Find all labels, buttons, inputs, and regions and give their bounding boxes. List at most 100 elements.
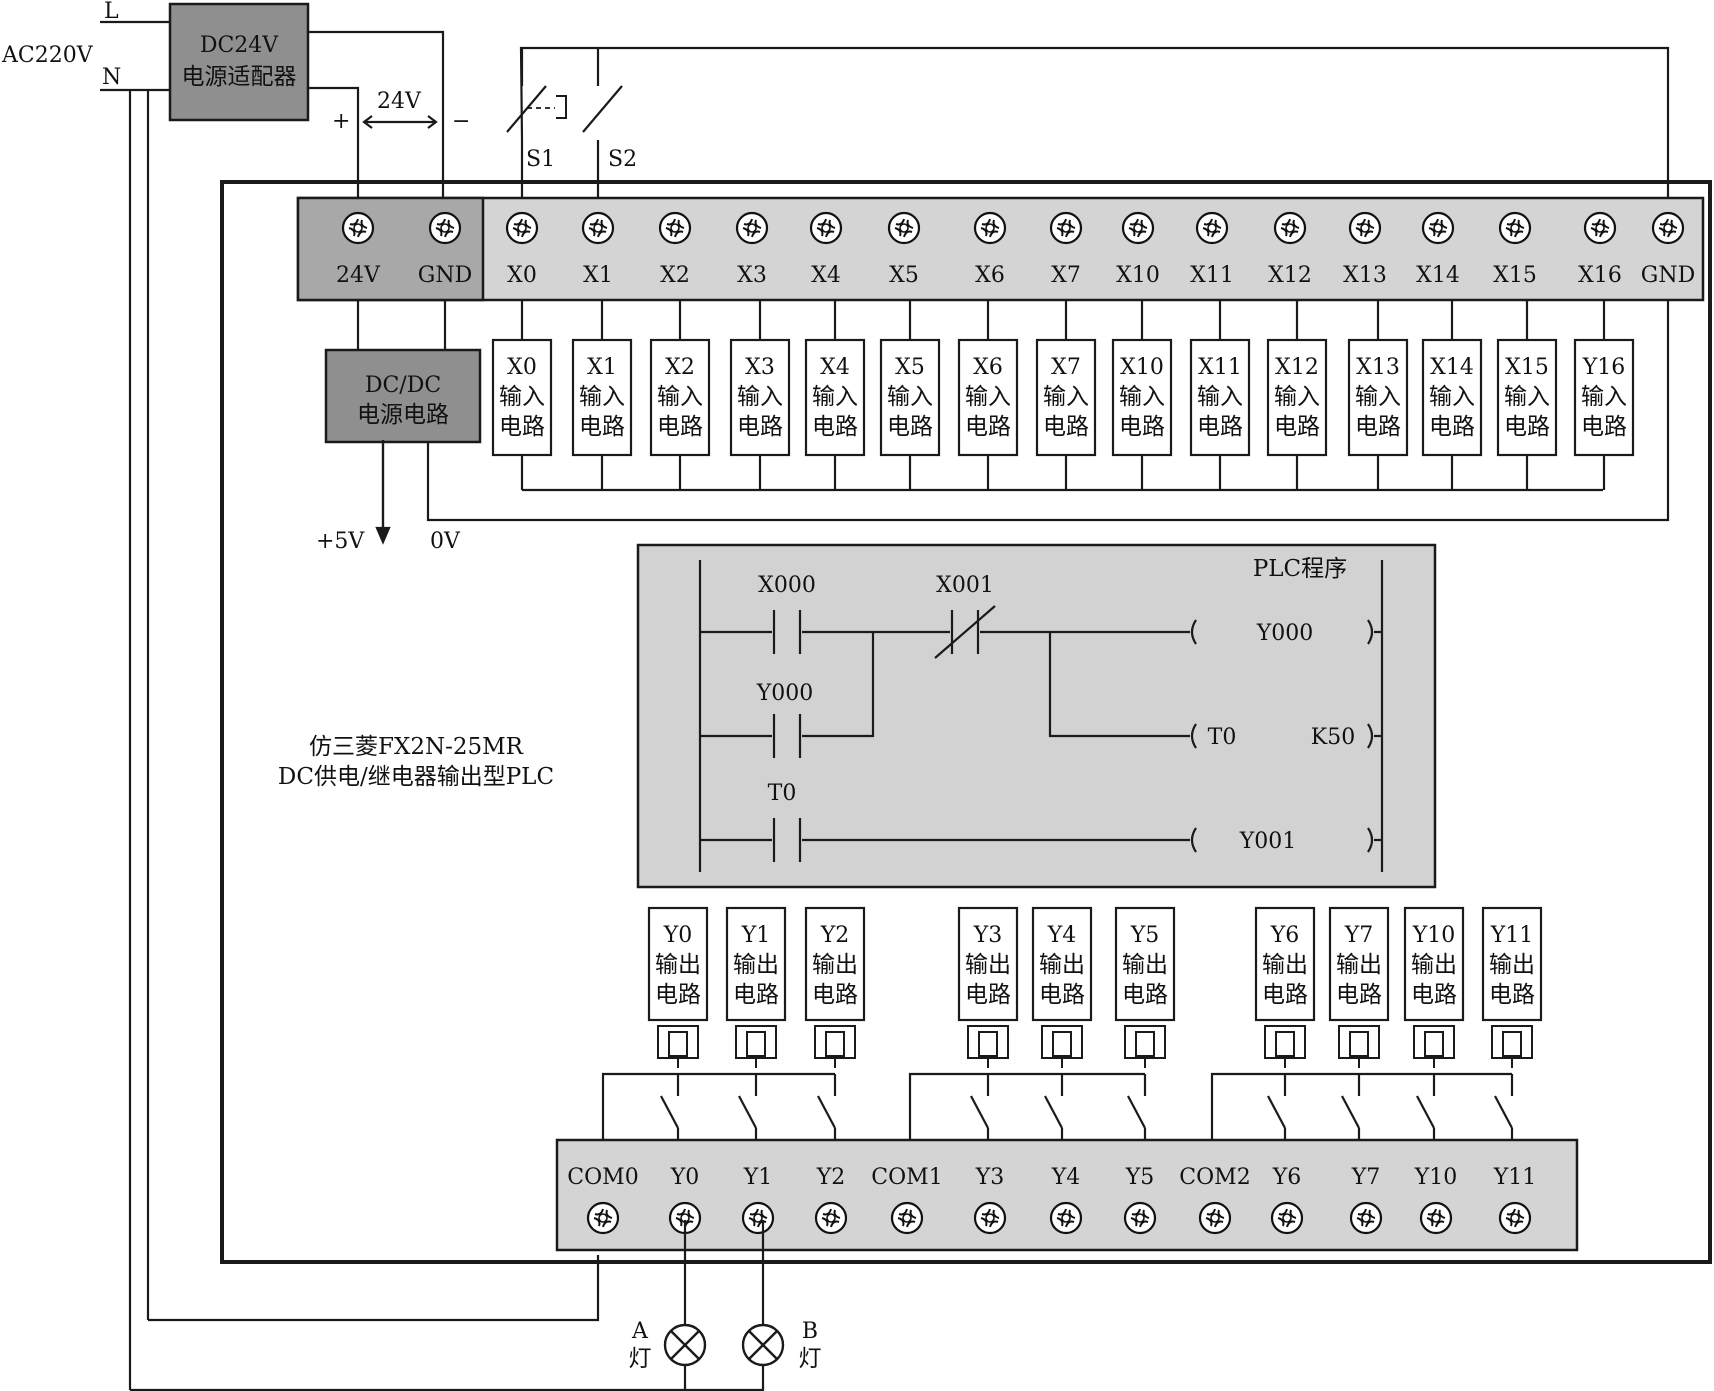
output-circuit-box [725,906,787,1022]
input-circuit-line2: 输入 [579,384,625,410]
coil-y001-label: Y001 [1239,829,1297,854]
coil-k50-label: K50 [1311,725,1355,750]
output-terminal-y6-9[interactable]: Y6 [1270,1165,1304,1235]
terminal-screw-icon [1498,1201,1532,1235]
input-circuit-box [1573,338,1635,457]
input-terminal-label: X10 [1116,263,1160,288]
input-terminal-x2-4[interactable]: X2 [658,211,692,288]
output-circuit-line2: 输出 [1122,952,1168,978]
input-terminal-label: X7 [1051,263,1081,288]
input-terminal-x15-15[interactable]: X15 [1493,211,1537,288]
dcdc-plus5v-label: +5V [316,529,365,554]
dcdc-subtitle: 电源电路 [357,402,449,428]
contact-x000-label: X000 [758,573,816,598]
line-l-label: L [104,0,119,24]
lamp-b [741,1323,785,1367]
input-terminal-x16-16[interactable]: X16 [1578,211,1622,288]
terminal-screw-icon [658,211,692,245]
output-circuit-box [1328,906,1390,1022]
relay-contact-icon [1127,1095,1146,1129]
input-circuit-line2: 输入 [1197,384,1243,410]
output-circuit-box [1481,906,1543,1022]
input-circuit-line3: 电路 [812,414,858,440]
terminal-screw-icon [1049,1201,1083,1235]
input-terminal-x7-9[interactable]: X7 [1049,211,1083,288]
output-terminal-y5-7[interactable]: Y5 [1123,1165,1157,1235]
output-circuit-box [1114,906,1176,1022]
input-circuit-line2: 输入 [1429,384,1475,410]
output-terminal-com0-0[interactable]: COM0 [567,1165,639,1235]
input-terminal-label: X0 [507,263,537,288]
terminal-screw-icon [1348,211,1382,245]
output-circuit-line2: 输出 [1262,952,1308,978]
input-circuit-line2: 输入 [1581,384,1627,410]
output-circuit-label: Y1 [741,923,771,948]
terminal-screw-icon [735,211,769,245]
output-terminal-y2-3[interactable]: Y2 [814,1165,848,1235]
input-terminal-gnd-1[interactable]: GND [418,211,472,288]
input-terminal-x0-2[interactable]: X0 [505,211,539,288]
input-circuit-line2: 输入 [887,384,933,410]
input-terminal-x3-5[interactable]: X3 [735,211,769,288]
output-terminal-label: Y1 [743,1165,773,1190]
input-terminal-x11-11[interactable]: X11 [1190,211,1234,288]
relay-contact-icon [1341,1095,1360,1129]
output-terminal-com1-4[interactable]: COM1 [871,1165,943,1235]
input-circuit-box [1111,338,1173,457]
input-circuit-label: Y16 [1582,355,1626,380]
plc-body [220,180,1712,1264]
output-circuit-line3: 电路 [1122,982,1168,1008]
lamp-b-word: 灯 [799,1346,822,1372]
input-terminal-x6-8[interactable]: X6 [973,211,1007,288]
input-terminal-x4-6[interactable]: X4 [809,211,843,288]
terminal-screw-icon [887,211,921,245]
terminal-screw-icon [1049,211,1083,245]
output-terminal-y10-11[interactable]: Y10 [1414,1165,1458,1235]
output-circuit-line3: 电路 [655,982,701,1008]
terminal-screw-icon [1198,1201,1232,1235]
lamp-a [663,1323,707,1367]
input-terminal-24v-0[interactable]: 24V [336,211,381,288]
plc-model-caption: 仿三菱FX2N-25MR [309,734,524,760]
output-terminal-label: Y5 [1125,1165,1155,1190]
input-circuit-line3: 电路 [1119,414,1165,440]
relay-core-icon [746,1031,766,1057]
input-terminal-x1-3[interactable]: X1 [581,211,615,288]
input-terminal-x5-7[interactable]: X5 [887,211,921,288]
output-terminal-y4-6[interactable]: Y4 [1049,1165,1083,1235]
input-terminal-x13-13[interactable]: X13 [1343,211,1387,288]
output-terminal-y11-12[interactable]: Y11 [1493,1165,1537,1235]
output-terminal-y1-2[interactable]: Y1 [741,1165,775,1235]
output-terminal-com2-8[interactable]: COM2 [1179,1165,1251,1235]
output-circuit-box [1403,906,1465,1022]
input-terminal-x14-14[interactable]: X14 [1416,211,1460,288]
input-circuit-label: X7 [1051,355,1081,380]
relay-contact-icon [738,1095,757,1129]
input-circuit-label: X6 [973,355,1003,380]
contact-y000-label: Y000 [756,681,814,706]
input-circuit-line2: 输入 [1043,384,1089,410]
input-circuit-box [649,338,711,457]
input-terminal-label: GND [1641,263,1695,288]
input-terminal-strip [296,196,1705,302]
output-terminal-y0-1[interactable]: Y0 [668,1165,702,1235]
input-circuit-line3: 电路 [1274,414,1320,440]
input-circuit-box [1189,338,1251,457]
relay-core-icon [1349,1031,1369,1057]
output-circuit-label: Y2 [820,923,850,948]
input-circuit-line3: 电路 [579,414,625,440]
output-terminal-y3-5[interactable]: Y3 [973,1165,1007,1235]
input-terminal-x12-12[interactable]: X12 [1268,211,1312,288]
input-circuit-line3: 电路 [1504,414,1550,440]
input-terminal-gnd-17[interactable]: GND [1641,211,1695,288]
input-circuit-box [491,338,553,457]
input-terminal-x10-10[interactable]: X10 [1116,211,1160,288]
output-terminal-y7-10[interactable]: Y7 [1349,1165,1383,1235]
